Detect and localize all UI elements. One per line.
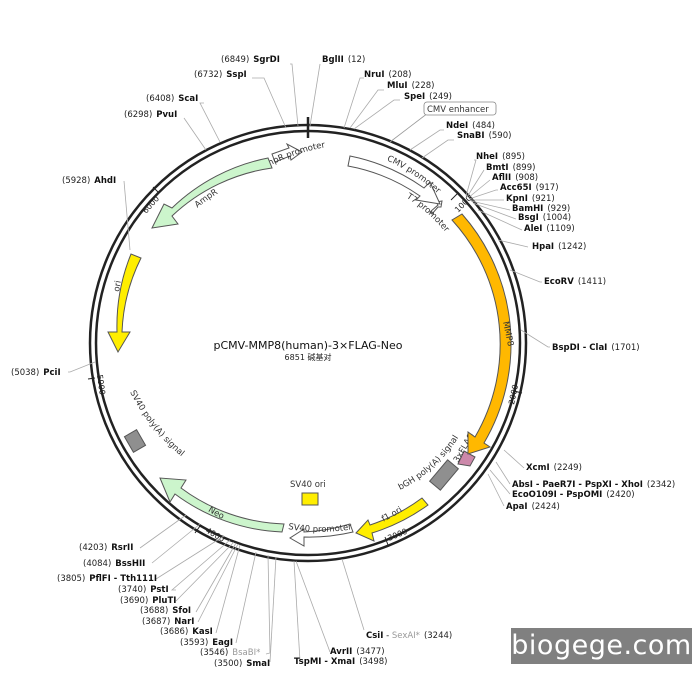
feature-ampr <box>151 157 273 229</box>
site-xcmi: XcmI(2249) <box>526 463 582 473</box>
site-bamhi: BamHI(929) <box>512 204 570 214</box>
site-pflfi: (3805)PflFI - Tth111I <box>57 574 157 584</box>
site-sgrdi: (6849)SgrDI <box>221 55 280 65</box>
feature-ampr-promoter <box>271 142 303 163</box>
site-bsgi: BsgI(1004) <box>518 213 571 223</box>
tick-6000: 6000 <box>141 194 161 215</box>
feature-f1-ori <box>355 497 429 542</box>
site-smai: (3500)SmaI <box>214 659 270 669</box>
feature-cmv-promoter <box>347 155 441 205</box>
tick-5000: 5000 <box>95 374 107 395</box>
site-labels: (6849)SgrDI BglII(12) (6732)SspI NruI(20… <box>11 55 675 669</box>
feature-sv40-promoter <box>289 523 354 547</box>
site-sspi: (6732)SspI <box>194 70 247 80</box>
site-hpai: HpaI(1242) <box>532 242 586 252</box>
site-csii: CsiI - SexAI*(3244) <box>366 631 452 641</box>
feature-sv40-ori <box>301 492 319 506</box>
site-alei: AleI(1109) <box>524 224 575 234</box>
feature-3xflag <box>457 450 476 467</box>
feature-sv40-ori-label: SV40 ori <box>290 480 326 490</box>
tick-2000: 2000 <box>507 384 520 406</box>
site-psti: (3740)PstI <box>118 585 169 595</box>
feature-mmp8 <box>451 213 512 455</box>
cmv-enhancer-callout: CMV enhancer <box>389 101 497 143</box>
feature-neo <box>159 477 285 533</box>
site-bsshii: (4084)BssHII <box>83 559 145 569</box>
feature-sv40-promoter-label: SV40 promoter <box>288 522 353 535</box>
site-rsrii: (4203)RsrII <box>79 543 133 553</box>
site-spei: SpeI(249) <box>404 92 452 102</box>
site-kasi: (3686)KasI <box>160 627 213 637</box>
feature-bgh-polya <box>428 459 460 491</box>
site-bmti: BmtI(899) <box>486 163 535 173</box>
site-ndei: NdeI(484) <box>446 121 495 131</box>
site-kpni: KpnI(921) <box>506 194 555 204</box>
site-pvui: (6298)PvuI <box>124 110 177 120</box>
site-acc65i: Acc65I(917) <box>500 183 559 193</box>
site-nari: (3687)NarI <box>142 617 194 627</box>
site-aflii: AflII(908) <box>492 173 538 183</box>
watermark: biogege.com <box>511 628 692 664</box>
feature-ori <box>107 253 142 354</box>
plasmid-title: pCMV-MMP8(human)-3×FLAG-Neo <box>213 339 402 352</box>
site-bglii: BglII(12) <box>322 55 365 65</box>
site-absi-xhoi: AbsI - PaeR7I - PspXI - XhoI(2342) <box>512 480 675 490</box>
site-ahdi: (5928)AhdI <box>62 176 116 186</box>
site-tspmi-xmai: TspMI - XmaI(3498) <box>294 657 387 667</box>
feature-sv40-polya <box>123 429 147 453</box>
site-leaders <box>68 63 550 663</box>
cmv-enhancer-label: CMV enhancer <box>427 105 489 115</box>
site-nrui: NruI(208) <box>364 70 411 80</box>
scale-ticks: 1000 2000 3000 4000 5000 6000 <box>87 186 523 546</box>
backbone <box>88 117 528 563</box>
site-ecoo109i: EcoO109I - PspOMI(2420) <box>512 490 635 500</box>
site-snabi: SnaBI(590) <box>457 131 511 141</box>
plasmid-size: 6851 碱基对 <box>285 352 332 362</box>
site-sfoi: (3688)SfoI <box>140 606 191 616</box>
site-ecorv: EcoRV(1411) <box>544 277 606 287</box>
site-pcii: (5038)PciI <box>11 368 61 378</box>
site-scai: (6408)ScaI <box>146 94 198 104</box>
site-apai: ApaI(2424) <box>506 502 560 512</box>
feature-ori-label: ori <box>112 280 124 293</box>
site-eagi: (3593)EagI <box>180 638 233 648</box>
site-pluti: (3690)PluTI <box>120 596 176 606</box>
site-bspdi-clai: BspDI - ClaI(1701) <box>552 343 640 353</box>
site-nhei: NheI(895) <box>476 152 525 162</box>
site-mlui: MluI(228) <box>387 81 434 91</box>
site-bsabi: (3546)BsaBI* <box>200 648 260 658</box>
site-avrii: AvrII(3477) <box>330 647 385 657</box>
